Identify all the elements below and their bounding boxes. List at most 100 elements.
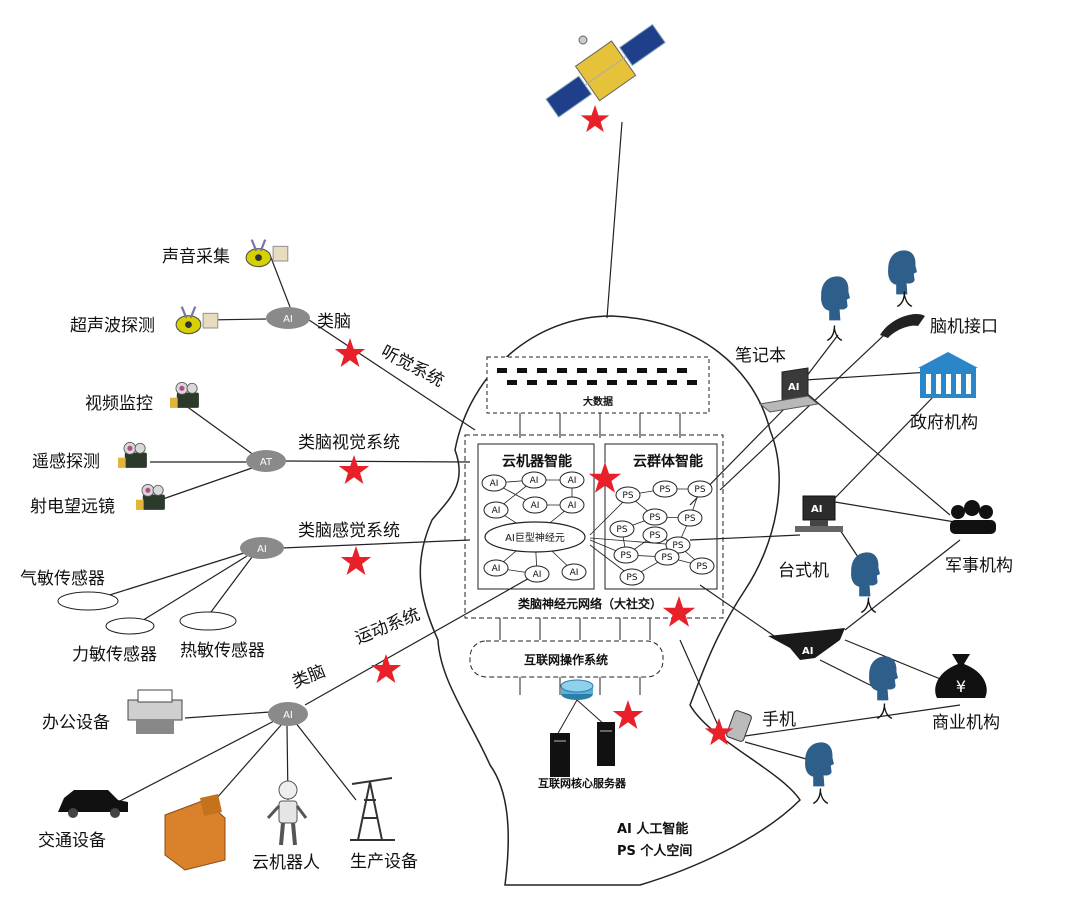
head-outline [419,315,801,886]
package-icon [164,794,226,871]
ps-node [642,526,668,544]
router-icon [560,679,594,700]
svg-text:AI: AI [570,568,579,578]
printer-icon [127,689,183,734]
svg-text:AI: AI [802,646,813,657]
person-icon [821,276,850,321]
svg-text:PS: PS [684,514,695,524]
ps-nodes [609,480,715,586]
giant-neuron [484,521,586,553]
svg-text:PS: PS [659,485,670,495]
star-icon [704,718,734,746]
svg-text:PS: PS [620,551,631,561]
auditory-hub [266,307,310,329]
group-intelligence-box [604,443,718,590]
core-servers-label: 互联网核心服务器 [538,776,627,790]
person-label: 人 [812,788,829,808]
sensory-hub-label: AI [257,544,267,555]
heat-sensor-icon [179,611,237,631]
ai-node [483,501,509,519]
auditory-hub-label: AI [283,314,293,325]
cloud-intelligence-box [477,443,595,590]
star-icon [338,455,370,484]
motor-label-left: 类脑 [289,661,328,692]
big-data-label: 大数据 [583,395,613,408]
cloud-intelligence-label: 云机器智能 [502,453,572,470]
svg-text:AI: AI [568,476,577,486]
ai-glasses-icon: AI [768,628,845,660]
ps-node [613,546,639,564]
svg-text:AI: AI [530,476,539,486]
giant-neuron-label: AI巨型神经元 [505,531,565,544]
svg-text:PS: PS [626,573,637,583]
svg-text:¥: ¥ [956,677,966,696]
auditory-label-left: 类脑 [317,312,351,332]
svg-text:PS: PS [616,525,627,535]
svg-text:PS: PS [694,485,705,495]
person-label: 人 [876,703,893,723]
radio-telescope-camera-icon [136,483,166,511]
svg-text:PS: PS [649,513,660,523]
ai-node [559,471,585,489]
ps-node [677,509,703,527]
government-building-icon [918,352,978,398]
big-data-blocks [497,368,697,385]
visual-system-label: 类脑视觉系统 [298,433,400,453]
motor-label-right: 运动系统 [352,605,423,649]
microphone-icon [245,238,289,268]
sensory-system-label: 类脑感觉系统 [298,521,400,541]
ps-node [615,486,641,504]
ai-node [483,559,509,577]
visual-hub [246,450,286,472]
desktop-label: 台式机 [778,561,829,581]
mobile-phone-icon [726,710,752,742]
satellite-icon [545,23,666,118]
auditory-label-right: 听觉系统 [378,342,447,392]
svg-text:PS: PS [649,531,660,541]
star-icon [580,105,610,133]
car-icon [58,790,128,818]
ai-node [521,471,547,489]
ps-node [609,520,635,538]
military-label: 军事机构 [945,556,1013,576]
robot-icon [266,780,308,846]
video-camera-icon [170,381,200,409]
svg-text:AI: AI [492,564,501,574]
legend-ps: PS 个人空间 [617,843,692,859]
motor-hub [268,702,308,726]
ps-node [619,568,645,586]
ai-node [561,563,587,581]
gas-sensor-icon [57,591,119,611]
gas-sensor-label: 气敏传感器 [20,569,105,589]
ps-node [642,508,668,526]
person-label: 人 [896,291,913,311]
ultrasonic-label: 超声波探测 [70,316,155,336]
phone-label: 手机 [762,710,796,730]
bci-label: 脑机接口 [930,317,998,337]
person-label: 人 [826,325,843,345]
outer-network-box [464,434,724,619]
oil-pump-icon [350,777,395,841]
sensory-hub [240,537,284,559]
motor-hub-label: AI [283,710,293,721]
svg-text:AI: AI [531,501,540,511]
production-equipment-label: 生产设备 [350,852,418,872]
force-sensor-icon [105,617,155,635]
internet-os-label: 互联网操作系统 [524,652,608,667]
ps-node [652,480,678,498]
person-icon [805,742,834,787]
svg-text:AI: AI [490,479,499,489]
laptop-label: 笔记本 [735,346,786,366]
force-sensor-label: 力敏传感器 [72,645,157,665]
ps-node-labels: PS PS PS PS PS PS PS PS PS PS PS PS [616,485,707,583]
office-equipment-label: 办公设备 [42,713,110,733]
svg-text:AI: AI [811,504,822,515]
cloud-robot-label: 云机器人 [252,853,320,873]
laptop-icon: AI [758,367,820,413]
visual-hub-label: AT [260,457,273,468]
server-icon [550,722,615,777]
svg-text:AI: AI [568,501,577,511]
heat-sensor-label: 热敏传感器 [180,641,265,661]
svg-text:PS: PS [672,541,683,551]
military-group-icon [950,500,996,534]
